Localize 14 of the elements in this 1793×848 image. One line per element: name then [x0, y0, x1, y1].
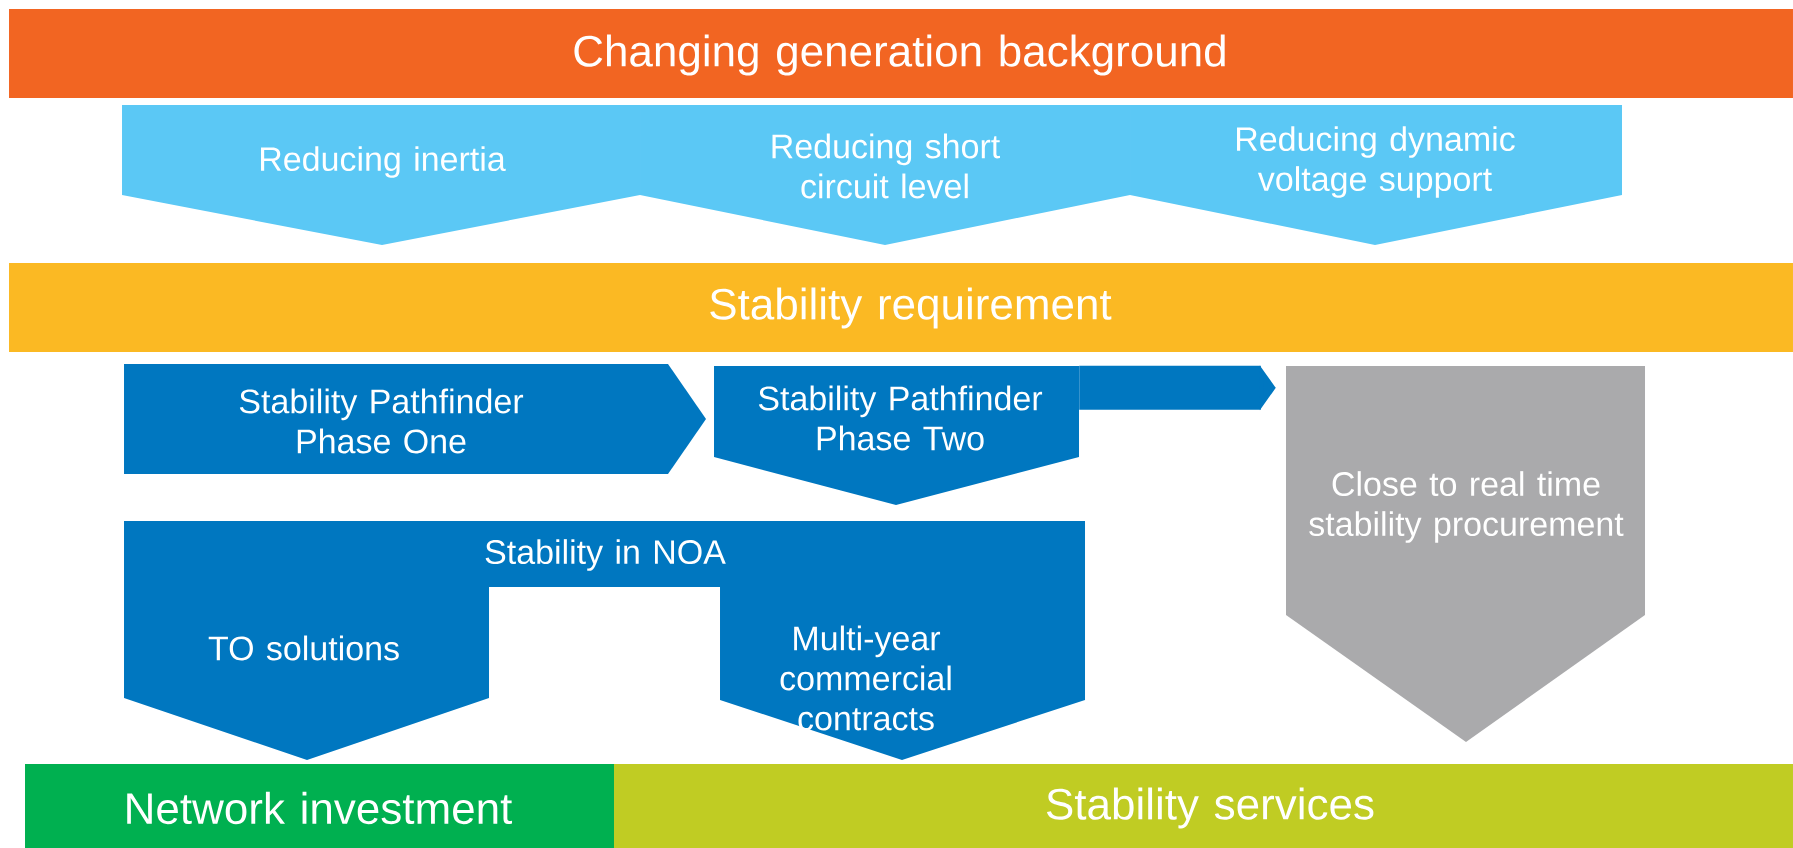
- banner: Stability requirement: [9, 263, 1793, 352]
- chevron-box: Stability Pathfinder Phase Two: [714, 366, 1079, 505]
- node-label: Reducing dynamic voltage support: [1237, 126, 1515, 198]
- chevron-box: Reducing short circuit level: [640, 105, 1130, 245]
- arrow-box: Stability Pathfinder Phase One: [124, 364, 706, 474]
- node-label: Reducing inertia: [261, 146, 506, 178]
- node-label: Reducing short circuit level: [772, 133, 1000, 199]
- chevron-box: Reducing dynamic voltage support: [1130, 105, 1622, 245]
- banner: Stability services: [614, 764, 1793, 848]
- chevron-box: Close to real time stability procurement: [1286, 366, 1645, 742]
- banner: Changing generation background: [9, 9, 1793, 98]
- chevron-box: Reducing inertia: [122, 105, 640, 245]
- banner: Network investment: [25, 764, 614, 848]
- split-chevron-box: Stability in NOA TO solutions Multi-year commercial contracts: [124, 521, 1085, 760]
